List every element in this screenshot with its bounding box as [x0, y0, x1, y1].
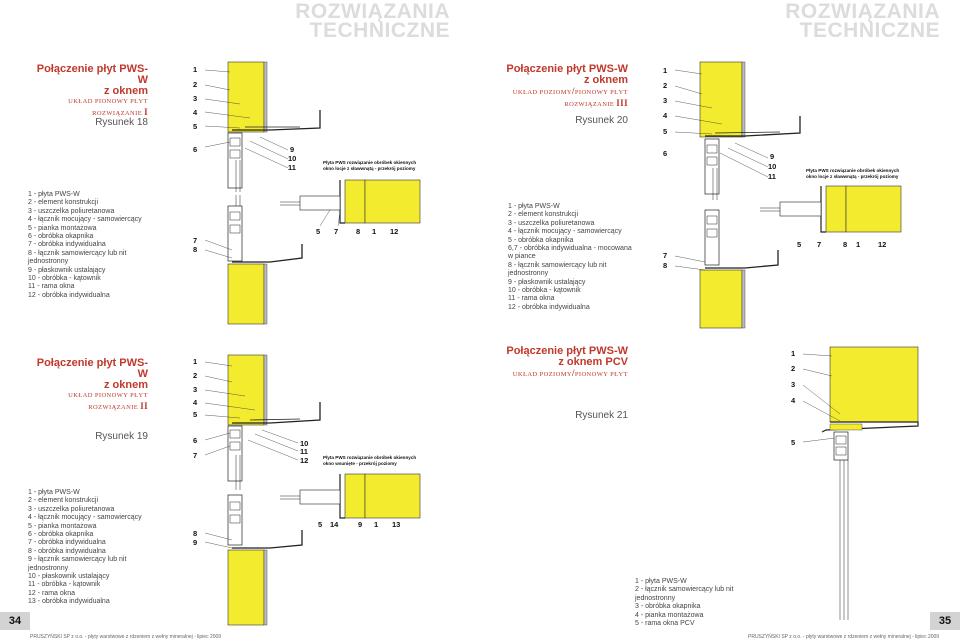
- figure-18-heading: Połączenie płyt PWS-W z oknem UKŁAD PION…: [30, 64, 148, 119]
- f19-row-9: 9: [358, 520, 363, 529]
- figure-20-title-2: z oknem: [583, 74, 628, 86]
- figure-21-label: Rysunek 21: [575, 410, 628, 421]
- f20-row-1: 1: [856, 240, 861, 249]
- header-right-line2: TECHNICZNE: [799, 19, 940, 42]
- figure-20-legend: 1 - płyta PWS-W 2 - element konstrukcji …: [508, 203, 632, 311]
- f20-num-8: 8: [663, 261, 668, 270]
- f18-num-11: 11: [288, 163, 296, 172]
- f19-num-7: 7: [193, 451, 198, 460]
- header-right-line1: ROZWIĄZANIA: [785, 0, 940, 23]
- figure-20-heading: Połączenie płyt PWS-W z oknem UKŁAD POZI…: [500, 64, 628, 110]
- f20-num-4: 4: [663, 111, 668, 120]
- f20-row-5: 5: [797, 240, 802, 249]
- figure-19-title-2: z oknem: [103, 379, 148, 391]
- figure-19-sub-1: UKŁAD PIONOWY PŁYT: [68, 392, 148, 399]
- f20-num-10: 10: [768, 162, 777, 171]
- figure-20-label: Rysunek 20: [575, 115, 628, 126]
- f21-num-4: 4: [791, 396, 796, 405]
- figure-20-sub-2: ROZWIĄZANIE III: [564, 98, 628, 108]
- f20-num-7: 7: [663, 251, 668, 260]
- f18-row-8: 8: [356, 227, 361, 236]
- figure-20-title-1: Połączenie płyt PWS-W: [506, 63, 628, 75]
- f18-num-2: 2: [193, 80, 198, 89]
- f19-num-4: 4: [193, 398, 198, 407]
- f19-row-5: 5: [318, 520, 323, 529]
- f19-row-1: 1: [374, 520, 379, 529]
- footer-right: PRUSZYŃSKI SP z o.o. - płyty warstwowe z…: [748, 634, 940, 640]
- f21-num-1: 1: [791, 349, 796, 358]
- f19-num-5: 5: [193, 410, 198, 419]
- f20-num-9: 9: [770, 152, 775, 161]
- f19-num-3: 3: [193, 385, 198, 394]
- figure-19-sub-2: ROZWIĄZANIE II: [88, 401, 148, 411]
- figure-21-sub-1: UKŁAD POZIOMY/PIONOWY PŁYT: [512, 368, 628, 378]
- header-left-line1: ROZWIĄZANIA: [295, 0, 450, 23]
- page-number-left: 34: [0, 612, 30, 630]
- figure-19-title-1: Połączenie płyt PWS-W: [36, 357, 148, 380]
- f18-num-10: 10: [288, 154, 297, 163]
- f20-num-3: 3: [663, 96, 668, 105]
- figure-21-heading: Połączenie płyt PWS-W z oknem PCV UKŁAD …: [500, 346, 628, 380]
- f21-num-2: 2: [791, 364, 796, 373]
- figure-21-title-1: Połączenie płyt PWS-W: [506, 345, 628, 357]
- f19-num-10: 10: [300, 439, 309, 448]
- f19-num-6: 6: [193, 436, 198, 445]
- f21-num-3: 3: [791, 380, 796, 389]
- footer-left: PRUSZYŃSKI SP z o.o. - płyty warstwowe z…: [30, 634, 222, 640]
- page-number-right: 35: [930, 612, 960, 630]
- f18-num-5: 5: [193, 122, 198, 131]
- header-left: ROZWIĄZANIA TECHNICZNE: [230, 0, 450, 42]
- figure-18-sub-1: UKŁAD PIONOWY PŁYT: [68, 98, 148, 105]
- f20-row-7: 7: [817, 240, 822, 249]
- figure-18-sub-2: ROZWIĄZANIE I: [92, 107, 148, 117]
- figure-19-legend: 1 - płyta PWS-W 2 - element konstrukcji …: [28, 489, 142, 606]
- f19-num-9: 9: [193, 538, 198, 547]
- figure-18-label: Rysunek 18: [95, 117, 148, 128]
- figure-18-title-1: Połączenie płyt PWS-W: [36, 63, 148, 86]
- header-right: ROZWIĄZANIA TECHNICZNE: [720, 0, 940, 42]
- f18-num-7: 7: [193, 236, 198, 245]
- f18-row-5: 5: [316, 227, 321, 236]
- f20-row-12: 12: [878, 240, 887, 249]
- f18-num-9: 9: [290, 145, 295, 154]
- f20-num-5: 5: [663, 127, 668, 136]
- header-left-line2: TECHNICZNE: [309, 19, 450, 42]
- f18-num-4: 4: [193, 108, 198, 117]
- f19-row-13: 13: [392, 520, 401, 529]
- f19-num-8: 8: [193, 529, 198, 538]
- figure-19-label: Rysunek 19: [95, 431, 148, 442]
- f18-num-3: 3: [193, 94, 198, 103]
- f19-num-1: 1: [193, 357, 198, 366]
- f20-num-6: 6: [663, 149, 668, 158]
- figure-21-legend: 1 - płyta PWS-W 2 - łącznik samowiercący…: [635, 578, 734, 628]
- f18-row-7: 7: [334, 227, 339, 236]
- f19-row-14: 14: [330, 520, 339, 529]
- f21-num-5: 5: [791, 438, 796, 447]
- f19-num-2: 2: [193, 371, 198, 380]
- f19-num-12: 12: [300, 456, 309, 465]
- figure-18-title-2: z oknem: [103, 85, 148, 97]
- f18-num-8: 8: [193, 245, 198, 254]
- figure-18-legend: 1 - płyta PWS-W 2 - element konstrukcji …: [28, 191, 142, 299]
- f20-num-11: 11: [768, 172, 776, 181]
- figure-19-heading: Połączenie płyt PWS-W z oknem UKŁAD PION…: [30, 358, 148, 413]
- f20-row-8: 8: [843, 240, 848, 249]
- figure-21-title-2: z oknem PCV: [558, 356, 628, 368]
- figure-20-sub-1: UKŁAD POZIOMY/PIONOWY PŁYT: [512, 86, 628, 96]
- f18-num-1: 1: [193, 65, 198, 74]
- f19-num-11: 11: [300, 447, 308, 456]
- f18-row-12: 12: [390, 227, 399, 236]
- f18-row-1: 1: [372, 227, 377, 236]
- f20-num-2: 2: [663, 81, 668, 90]
- f20-num-1: 1: [663, 66, 668, 75]
- f18-num-6: 6: [193, 145, 198, 154]
